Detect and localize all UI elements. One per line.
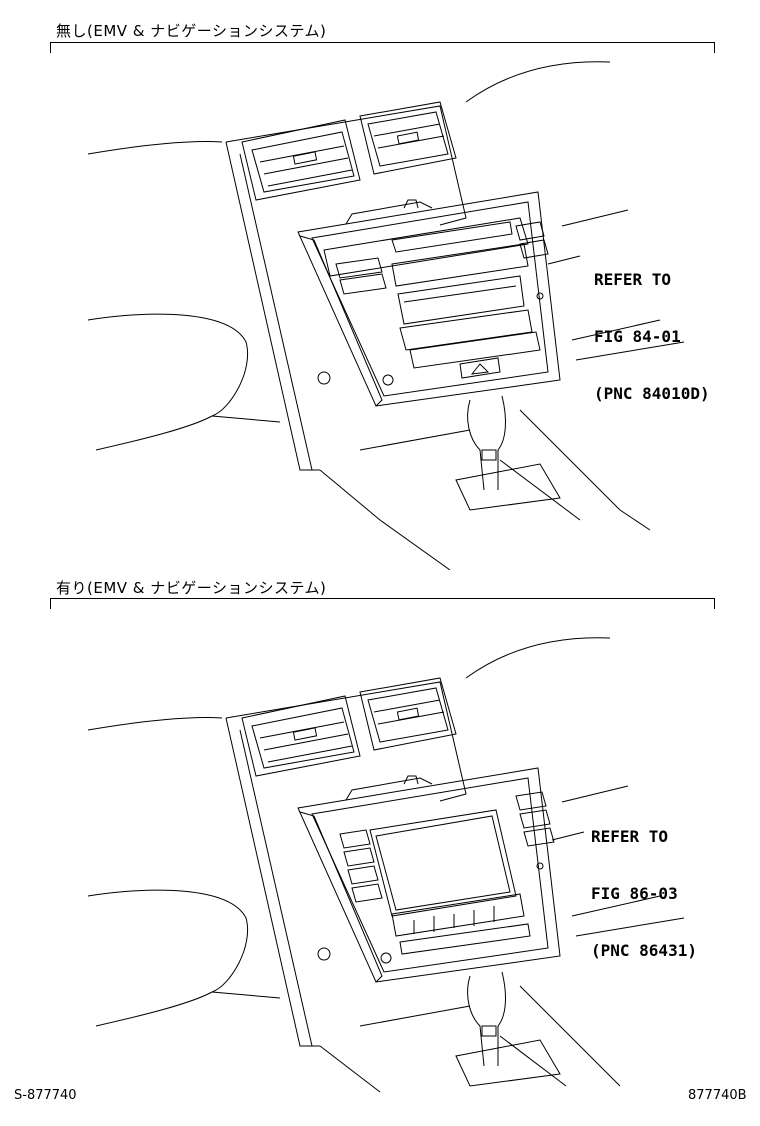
lower-console-inner [499, 459, 581, 521]
console-screw-1 [317, 947, 331, 961]
panel-clip [403, 775, 419, 785]
callout-line-3: (PNC 86431) [591, 941, 697, 960]
lower-console-left [319, 469, 451, 570]
section-1-bracket [50, 42, 715, 53]
left-lower-curve [95, 415, 213, 451]
callout-line-1: REFER TO [594, 270, 672, 289]
dashboard-diagram-without-emv [87, 61, 685, 570]
panel-clip [403, 199, 419, 209]
console-left-outline [225, 141, 320, 471]
callout-line-1: REFER TO [591, 827, 669, 846]
shift-lever [455, 395, 561, 511]
dashboard-diagram-with-emv [87, 637, 685, 1093]
footer-right-code: 877740B [688, 1088, 747, 1103]
panel-top-bracket [345, 777, 433, 801]
disc-slot [399, 923, 531, 955]
callout-leader-line [547, 255, 581, 265]
audio-climate-panel [297, 191, 561, 407]
left-lower-curve [95, 991, 213, 1027]
air-vent-right [359, 677, 457, 751]
console-inner-left [239, 729, 313, 1047]
dash-right-line-1 [561, 209, 629, 227]
air-vent-left [241, 695, 361, 777]
console-top-outline [225, 681, 467, 802]
air-vent-left [241, 119, 361, 201]
navigation-screen [369, 809, 517, 917]
left-trim-curve [87, 313, 248, 417]
section-2-title: 有り(EMV & ナビゲーションシステム) [56, 579, 327, 597]
section-2-callout: REFER TO FIG 86-03 (PNC 86431) [591, 789, 697, 979]
section-1-title: 無し(EMV & ナビゲーションシステム) [56, 22, 327, 40]
shift-lever [455, 971, 561, 1087]
callout-line-2: FIG 84-01 [594, 327, 681, 346]
console-top-outline [225, 105, 467, 226]
dash-right-line-3 [575, 917, 685, 937]
dash-right-line-3 [575, 341, 685, 361]
lower-console-top [359, 429, 471, 451]
section-2-bracket [50, 598, 715, 609]
upper-dash-line [465, 61, 611, 103]
callout-leader-line [551, 831, 585, 841]
lower-console-right [519, 985, 621, 1087]
navigation-display-panel [297, 767, 561, 983]
dash-right-line-2 [571, 895, 661, 917]
lower-console-left [319, 1045, 381, 1093]
lower-console-top [359, 1005, 471, 1027]
section-1-callout: REFER TO FIG 84-01 (PNC 84010D) [594, 232, 710, 422]
left-trim-curve [87, 889, 248, 993]
dash-right-line-1 [561, 785, 629, 803]
air-vent-right [359, 101, 457, 175]
console-left-outline [225, 717, 320, 1047]
left-sill-line [211, 415, 281, 423]
upper-dash-line [465, 637, 611, 679]
panel-top-bracket [345, 201, 433, 225]
lower-console-inner [499, 1035, 567, 1087]
lower-console-right [519, 409, 651, 531]
console-screw-1 [317, 371, 331, 385]
callout-line-2: FIG 86-03 [591, 884, 678, 903]
footer-left-code: S-877740 [14, 1088, 77, 1103]
dash-edge-line [87, 717, 223, 731]
console-inner-left [239, 153, 313, 471]
dash-right-line-2 [571, 319, 661, 341]
dash-edge-line [87, 141, 223, 155]
left-sill-line [211, 991, 281, 999]
callout-line-3: (PNC 84010D) [594, 384, 710, 403]
